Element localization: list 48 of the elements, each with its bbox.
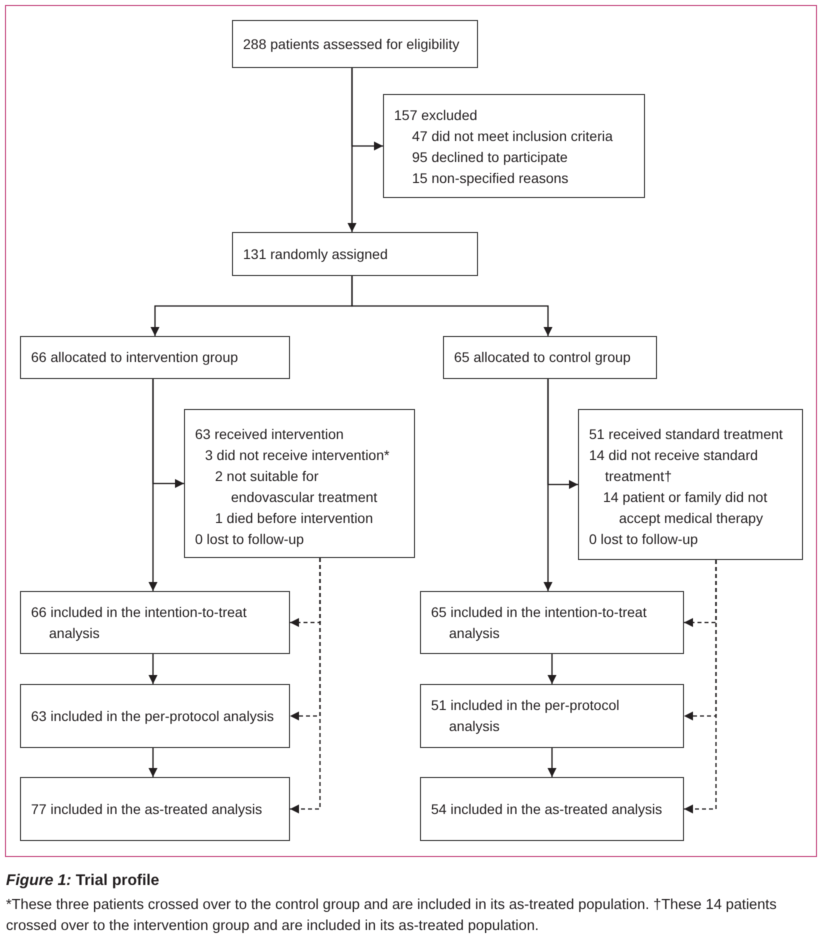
arrow (547, 379, 578, 489)
box-text: 54 included in the as-treated analysis (431, 800, 662, 819)
box-text: 0 lost to follow-up (195, 530, 305, 549)
flow-box (20, 777, 290, 841)
box-text: 288 patients assessed for eligibility (243, 34, 460, 54)
arrow (152, 379, 184, 488)
box-text: 0 lost to follow-up (589, 530, 699, 549)
box-text: 2 not suitable for endovascular treatment (214, 467, 378, 507)
box-text: 63 received intervention (195, 425, 345, 444)
flow-box (420, 777, 684, 841)
box-text: 65 included in the intention-to-treat analysis (431, 602, 648, 643)
box-text: 3 did not receive intervention* (204, 446, 390, 465)
flow-box (20, 336, 290, 379)
box-text: 157 excluded (394, 106, 478, 125)
box-text: 95 declined to participate (411, 148, 569, 167)
box-text: 66 allocated to intervention group (31, 348, 238, 367)
box-text: 1 died before intervention (214, 509, 374, 528)
box-text: 66 included in the intention-to-treat analysis (31, 602, 248, 643)
arrow (548, 654, 556, 684)
arrow (148, 654, 158, 684)
figure-caption: *These three patients crossed over to the control group and are included in its as-treated population. †These 14 patients crossed over to the intervention group and are included in its as-treated population. (6, 896, 778, 936)
arrow (351, 68, 383, 150)
flow-box (420, 591, 684, 654)
box-text: 51 included in the per-protocol analysis (431, 696, 620, 736)
box-text: 63 included in the per-protocol analysis (31, 706, 274, 726)
box-text: 65 allocated to control group (454, 348, 631, 367)
flow-box (232, 232, 478, 276)
flow-box (578, 409, 803, 560)
arrow (148, 748, 158, 777)
flow-box (232, 20, 478, 68)
flow-box (443, 336, 657, 379)
flow-box (184, 409, 415, 558)
box-text: 77 included in the as-treated analysis (31, 800, 262, 819)
arrow (548, 748, 556, 777)
flow-box (383, 94, 645, 198)
box-text: 131 randomly assigned (243, 244, 388, 264)
arrow (351, 276, 552, 336)
flow-box (420, 684, 684, 748)
box-text: 51 received standard treatment (589, 425, 784, 444)
arrow (684, 560, 717, 814)
flow-box (20, 591, 290, 654)
box-text: 15 non-specified reasons (411, 169, 570, 188)
box-text: 14 did not receive standard treatment† (589, 446, 759, 486)
box-text: 14 patient or family did not accept medical therapy (602, 488, 768, 528)
box-text: 47 did not meet inclusion criteria (411, 127, 614, 146)
flow-box (20, 684, 290, 748)
arrow (290, 558, 321, 814)
figure-title: Figure 1: Trial profile (6, 872, 160, 890)
